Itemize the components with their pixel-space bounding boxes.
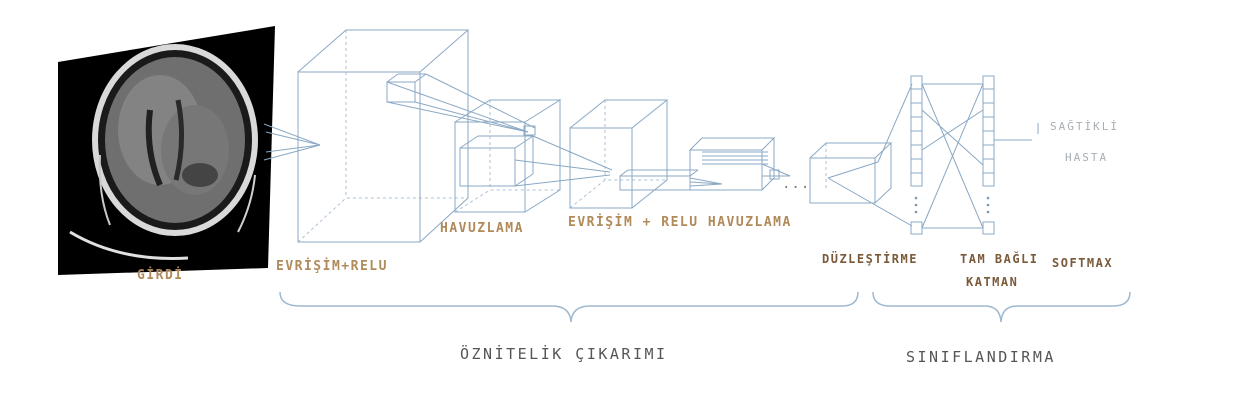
- pool2-volume: [689, 137, 791, 191]
- fully-connected-label-line1: TAM BAĞLI: [960, 252, 1039, 266]
- classification-section-label: SINIFLANDIRMA: [906, 348, 1056, 366]
- input-ct-scan-image: [58, 26, 275, 275]
- flatten-label: DÜZLEŞTİRME: [822, 252, 918, 266]
- fully-connected-label-line2: KATMAN: [966, 275, 1019, 289]
- pool1-volume: [454, 99, 613, 213]
- output-label-line1: SAĞTİKLİ: [1050, 120, 1119, 133]
- fc-connections: [921, 83, 984, 229]
- conv1-label: EVRİŞİM+RELU: [276, 259, 388, 274]
- input-label: GİRDİ: [137, 268, 184, 283]
- output-connector: [994, 123, 1039, 141]
- conv2-volume: [569, 99, 723, 209]
- fully-connected-column-1: [877, 75, 923, 235]
- classification-brace: [872, 291, 1131, 323]
- feature-extraction-brace: [279, 291, 859, 323]
- conv-pool2-label: EVRİŞİM + RELU HAVUZLAMA: [568, 215, 792, 230]
- layer-ellipsis: ...: [782, 176, 811, 192]
- feature-extraction-section-label: ÖZNİTELİK ÇIKARIMI: [460, 345, 668, 363]
- input-to-conv1-lines: [263, 123, 321, 161]
- conv1-kernel: [386, 73, 536, 136]
- output-label-line2: HASTA: [1065, 151, 1109, 164]
- conv1-volume: [297, 29, 470, 243]
- fully-connected-column-2: [982, 75, 995, 235]
- flatten-volume: [809, 142, 913, 227]
- fc-ellipsis-dots: [914, 196, 990, 214]
- softmax-label: SOFTMAX: [1052, 256, 1114, 270]
- pool1-label: HAVUZLAMA: [440, 221, 524, 236]
